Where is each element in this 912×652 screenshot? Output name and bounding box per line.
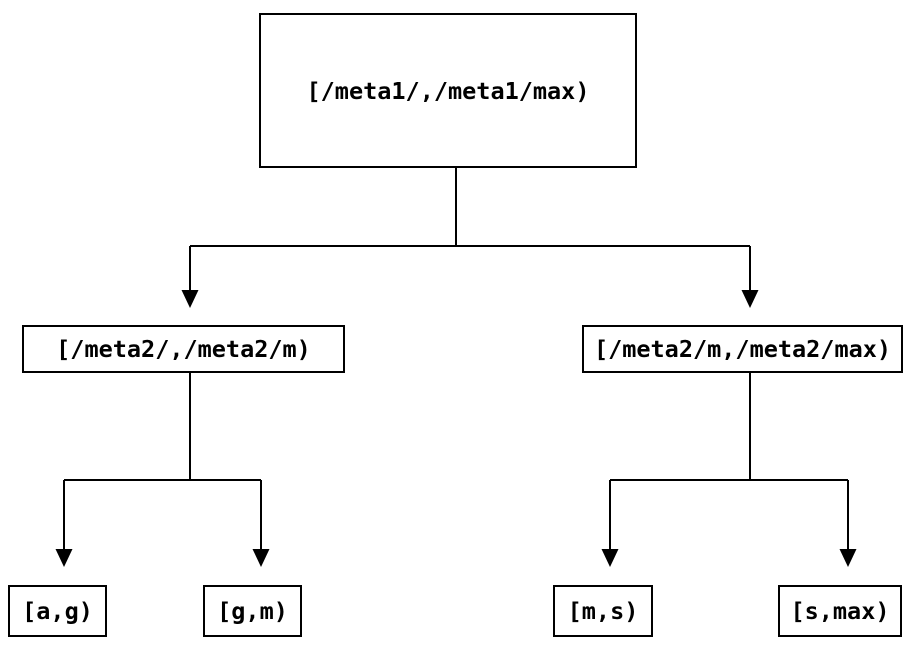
node-root: [/meta1/,/meta1/max) [259, 13, 637, 168]
node-left: [/meta2/,/meta2/m) [22, 325, 345, 373]
arrowhead-leaf-ag [55, 549, 73, 567]
arrowhead-leaf-ms [601, 549, 619, 567]
arrowhead-leaf-gm [252, 549, 270, 567]
node-leaf-ms-label: [m,s) [567, 597, 639, 625]
node-leaf-ag: [a,g) [8, 585, 107, 637]
node-leaf-gm-label: [g,m) [217, 597, 288, 625]
node-right-label: [/meta2/m,/meta2/max) [593, 335, 892, 363]
node-left-label: [/meta2/,/meta2/m) [56, 335, 311, 363]
node-leaf-ag-label: [a,g) [22, 597, 93, 625]
node-leaf-gm: [g,m) [203, 585, 302, 637]
arrowhead-leaf-smax [839, 549, 857, 567]
node-leaf-smax-label: [s,max) [790, 597, 890, 625]
arrowhead-left-node [181, 290, 199, 308]
node-root-label: [/meta1/,/meta1/max) [306, 76, 590, 105]
node-right: [/meta2/m,/meta2/max) [582, 325, 903, 373]
node-leaf-ms: [m,s) [553, 585, 653, 637]
node-leaf-smax: [s,max) [778, 585, 902, 637]
arrowhead-right-node [741, 290, 759, 308]
